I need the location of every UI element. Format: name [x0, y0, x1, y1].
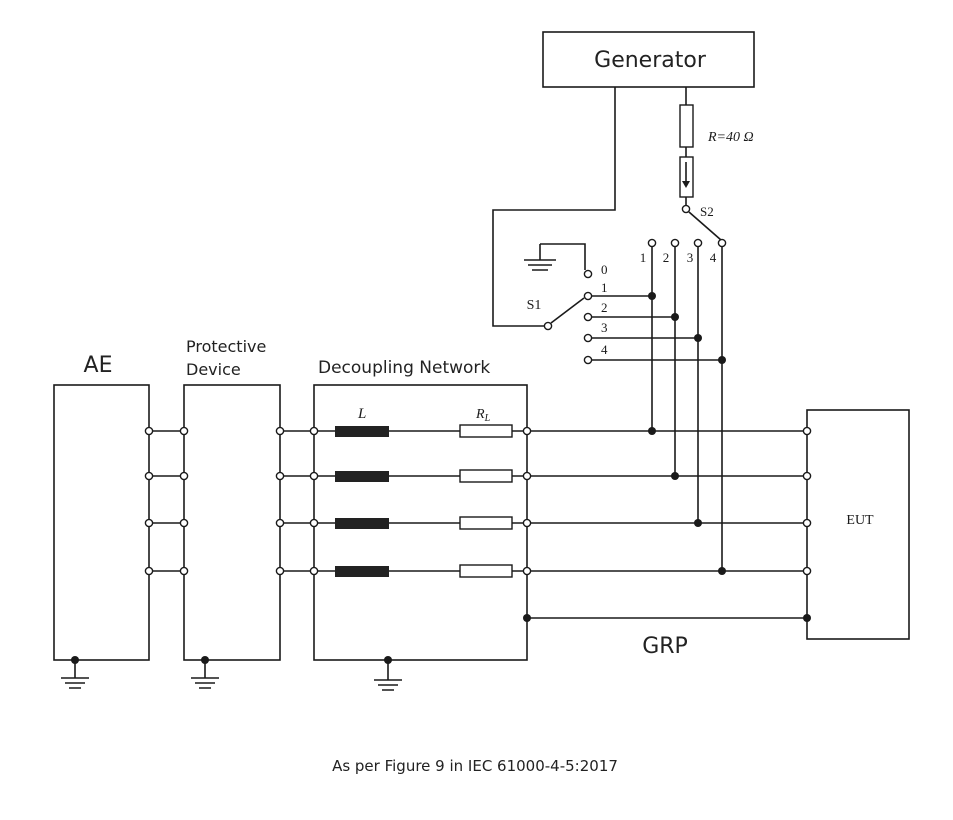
s2-contact-1[interactable] — [647, 238, 657, 248]
load-resistor-label: RL — [475, 407, 491, 424]
junction-s1-4 — [718, 356, 726, 364]
ground-symbol-s1 — [524, 259, 556, 271]
s2-pos-2: 2 — [663, 250, 670, 265]
s1-contact-1[interactable] — [583, 291, 593, 301]
s1-pos-0: 0 — [601, 262, 608, 277]
s2-contact-4[interactable] — [717, 238, 727, 248]
generator-to-s1-wire — [492, 87, 616, 327]
junction-s1-2 — [671, 313, 679, 321]
grp-junction-right — [803, 614, 811, 622]
generator-label: Generator — [594, 48, 707, 73]
ground-decoupling-network — [374, 656, 402, 691]
inductor-3 — [335, 518, 389, 529]
s1-contact-4[interactable] — [583, 355, 593, 365]
s1-switch-blade[interactable] — [550, 297, 585, 324]
eut-label: EUT — [846, 513, 874, 528]
protective-label-line1: Protective — [186, 337, 266, 356]
protective-label-line2: Device — [186, 360, 241, 379]
ae-label: AE — [84, 353, 113, 378]
grp-label: GRP — [642, 634, 688, 659]
ground-ae — [61, 656, 89, 689]
s2-pos-3: 3 — [687, 250, 694, 265]
s2-contact-3[interactable] — [693, 238, 703, 248]
inductor-2 — [335, 471, 389, 482]
inductor-4 — [335, 566, 389, 577]
protective-device-box — [183, 384, 281, 661]
ae-box — [53, 384, 150, 661]
inductor-1 — [335, 426, 389, 437]
s2-switch-blade[interactable] — [688, 211, 722, 241]
s2-label: S2 — [700, 204, 714, 219]
line-4 — [144, 564, 812, 578]
load-resistor-1 — [459, 424, 513, 438]
s1-pos-3: 3 — [601, 320, 608, 335]
s1-pivot — [543, 321, 553, 331]
load-resistor-4 — [459, 564, 513, 578]
s1-contact-3[interactable] — [583, 333, 593, 343]
element-arrow-head — [682, 181, 690, 188]
junction-s1-3 — [694, 334, 702, 342]
decoupling-label: Decoupling Network — [318, 358, 490, 378]
s2-pos-1: 1 — [640, 250, 647, 265]
series-resistor — [679, 104, 694, 148]
load-resistor-3 — [459, 516, 513, 530]
s2-contact-2[interactable] — [670, 238, 680, 248]
s1-contact-0[interactable] — [583, 269, 593, 279]
line-2 — [144, 469, 812, 483]
s2-pos-4: 4 — [710, 250, 717, 265]
junction-s1-1 — [648, 292, 656, 300]
figure-caption: As per Figure 9 in IEC 61000-4-5:2017 — [332, 757, 618, 775]
inductor-label: L — [357, 406, 366, 422]
s1-ground-wire — [540, 243, 586, 270]
s1-pos-4: 4 — [601, 342, 608, 357]
eut-box — [806, 409, 910, 640]
s1-label: S1 — [527, 298, 542, 313]
line-1 — [144, 424, 812, 438]
line-3 — [144, 516, 812, 530]
resistor-label: R=40 Ω — [707, 130, 754, 145]
s1-pos-2: 2 — [601, 300, 608, 315]
s1-contact-2[interactable] — [583, 312, 593, 322]
grp-junction-left — [523, 614, 531, 622]
s2-pivot — [681, 204, 691, 214]
ground-protective-device — [191, 656, 219, 689]
load-resistor-2 — [459, 469, 513, 483]
generator-box — [542, 31, 755, 88]
s1-pos-1: 1 — [601, 280, 608, 295]
